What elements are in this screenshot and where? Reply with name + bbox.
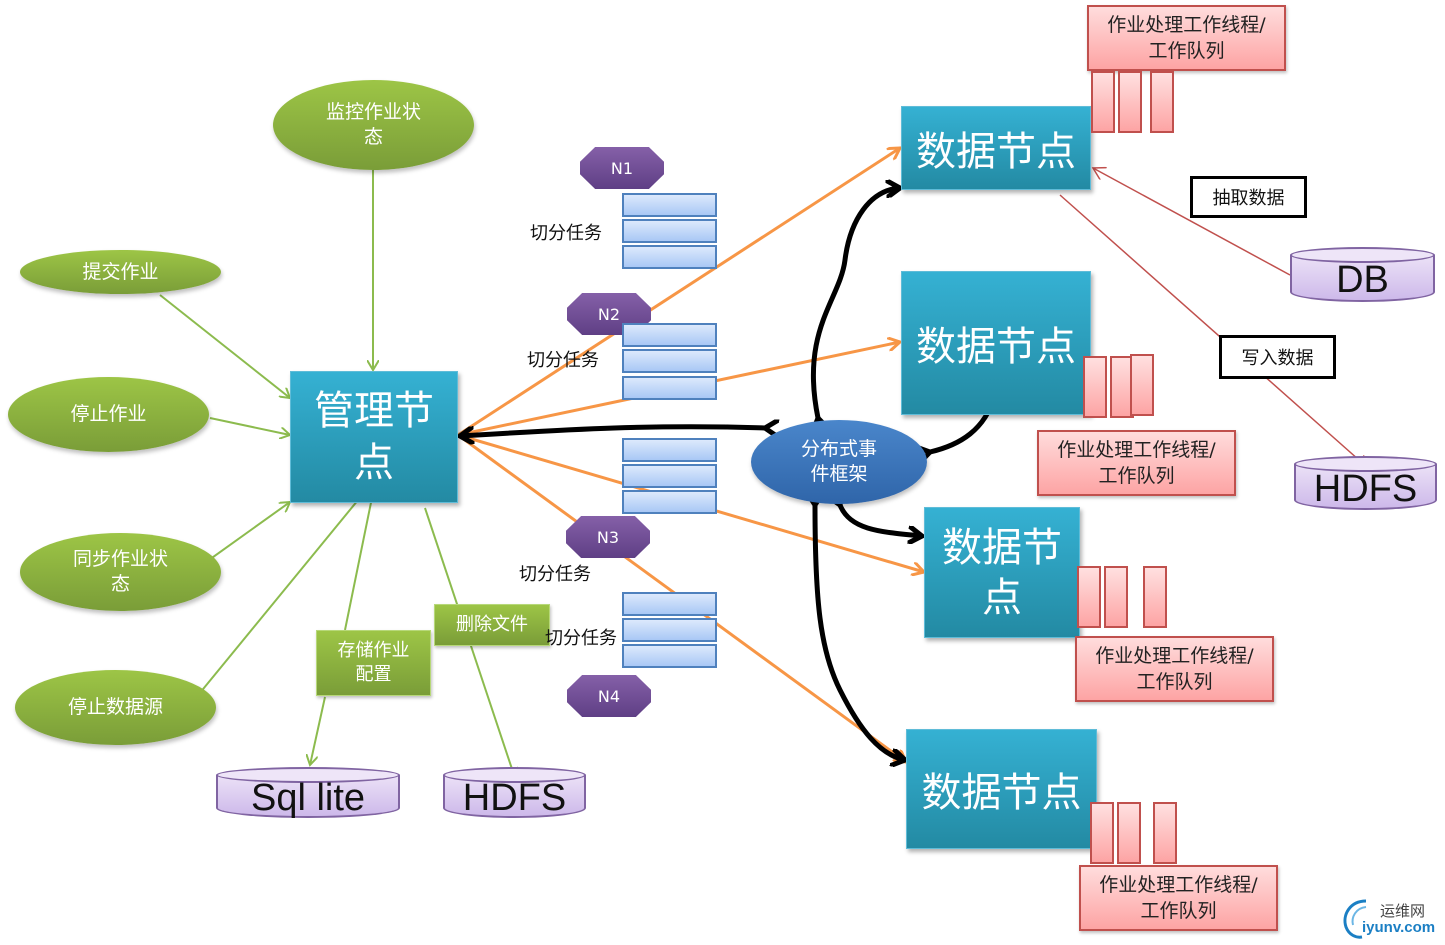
worker-queue-box-2: 作业处理工作线程/工作队列 [1037,430,1236,496]
worker-thread-bar [1091,71,1115,133]
worker-queue-box-3: 作业处理工作线程/工作队列 [1075,636,1274,702]
action-sync-job-status: 同步作业状态 [20,533,221,611]
worker-queue-label: 作业处理工作线程/工作队列 [1099,874,1258,922]
extract-data-label: 抽取数据 [1212,188,1285,209]
partition-n1-badge: N1 [580,147,664,189]
worker-thread-bar [1090,802,1114,864]
watermark-en: iyunv.com [1362,919,1436,936]
task-queue-cell [622,349,717,373]
delete-file-box: 删除文件 [434,604,550,646]
distributed-event-framework: 分布式事件框架 [751,420,927,504]
worker-queue-label: 作业处理工作线程/工作队列 [1057,439,1216,487]
task-split-label: 切分任务 [530,223,602,244]
task-split-label: 切分任务 [519,564,591,585]
worker-queue-label: 作业处理工作线程/工作队列 [1095,645,1254,693]
partition-label: N1 [610,158,634,178]
action-stop-datasource: 停止数据源 [15,670,216,745]
task-queue-cell [622,438,717,462]
task-queue-cell [622,219,717,243]
worker-queue-label: 作业处理工作线程/工作队列 [1107,14,1266,62]
data-node-4: 数据节点 [906,729,1097,849]
data-node-label: 数据节点 [916,324,1076,370]
arrow-event-dn3 [840,505,922,536]
worker-thread-bar [1130,354,1154,416]
management-node: 管理节点 [290,371,458,503]
data-node-3: 数据节点 [924,507,1080,638]
action-monitor-job-status: 监控作业状态 [273,80,474,170]
action-label: 停止数据源 [67,696,163,718]
task-queue-cell [622,644,717,668]
extract-data-label-box: 抽取数据 [1190,176,1307,218]
data-node-label: 数据节点 [921,770,1082,816]
action-submit-job: 提交作业 [20,250,221,294]
arrow-stop-job [209,417,290,435]
delete-file-label: 删除文件 [456,614,528,635]
store-job-config-box: 存储作业配置 [316,630,431,696]
arrow-mgmt-event [460,427,765,436]
task-queue-cell [622,490,717,514]
hdfs-local-store: HDFS [443,767,586,819]
data-node-label: 数据节点 [942,524,1062,621]
watermark-cn: 运维网 [1380,902,1426,920]
action-label: 提交作业 [82,260,159,283]
partition-n3-badge: N3 [566,516,650,558]
worker-thread-bar [1083,356,1107,418]
worker-thread-bar [1143,566,1167,628]
task-queue-cell [622,323,717,347]
arrow-to-sqlite [310,696,326,765]
arrow-event-dn1 [813,188,900,418]
action-label: 同步作业状态 [72,548,168,595]
task-queue-cell [622,618,717,642]
partition-n4-badge: N4 [567,675,651,717]
task-split-label: 切分任务 [545,628,617,649]
sqlite-database: Sql lite [216,767,400,819]
hdfs-external-store: HDFS [1294,456,1437,510]
worker-queue-box-1: 作业处理工作线程/工作队列 [1087,5,1286,71]
write-data-label-box: 写入数据 [1219,335,1336,379]
arrow-write [1059,194,1368,468]
action-label: 停止作业 [70,403,147,425]
data-node-1: 数据节点 [901,106,1091,190]
worker-thread-bar [1118,71,1142,133]
partition-label: N3 [596,527,620,547]
db-database: DB [1290,247,1435,302]
arrow-submit [159,294,290,398]
arrow-stop-datasource [189,483,372,706]
event-framework-label: 分布式事件框架 [800,438,877,485]
arrow-event-dn4 [815,505,905,760]
task-queue-cell [622,245,717,269]
data-node-2: 数据节点 [901,271,1091,415]
hdfs-external-label: HDFS [1313,467,1418,510]
action-label: 监控作业状态 [325,101,421,148]
worker-thread-bar [1153,802,1177,864]
arrow-store-config-up [344,483,375,631]
task-queue-cell [622,376,717,400]
management-node-label: 管理节点 [314,388,434,486]
task-split-label: 切分任务 [527,350,599,371]
sqlite-label: Sql lite [250,777,366,819]
store-config-label: 存储作业配置 [337,640,410,685]
worker-queue-box-4: 作业处理工作线程/工作队列 [1079,865,1278,931]
worker-thread-bar [1117,802,1141,864]
action-stop-job: 停止作业 [8,377,209,452]
task-queue-cell [622,592,717,616]
worker-thread-bar [1077,566,1101,628]
watermark-logo: 运维网 iyunv.com [1340,895,1440,940]
swirl-logo-icon [1343,899,1367,939]
data-node-label: 数据节点 [916,129,1076,175]
hdfs-local-label: HDFS [462,777,567,819]
task-queue-cell [622,464,717,488]
arrow-extract [1093,168,1291,276]
partition-label: N2 [597,304,621,324]
worker-thread-bar [1104,566,1128,628]
db-label: DB [1336,259,1389,301]
write-data-label: 写入数据 [1241,348,1314,369]
worker-thread-bar [1150,71,1174,133]
partition-label: N4 [597,686,621,706]
task-queue-cell [622,193,717,217]
